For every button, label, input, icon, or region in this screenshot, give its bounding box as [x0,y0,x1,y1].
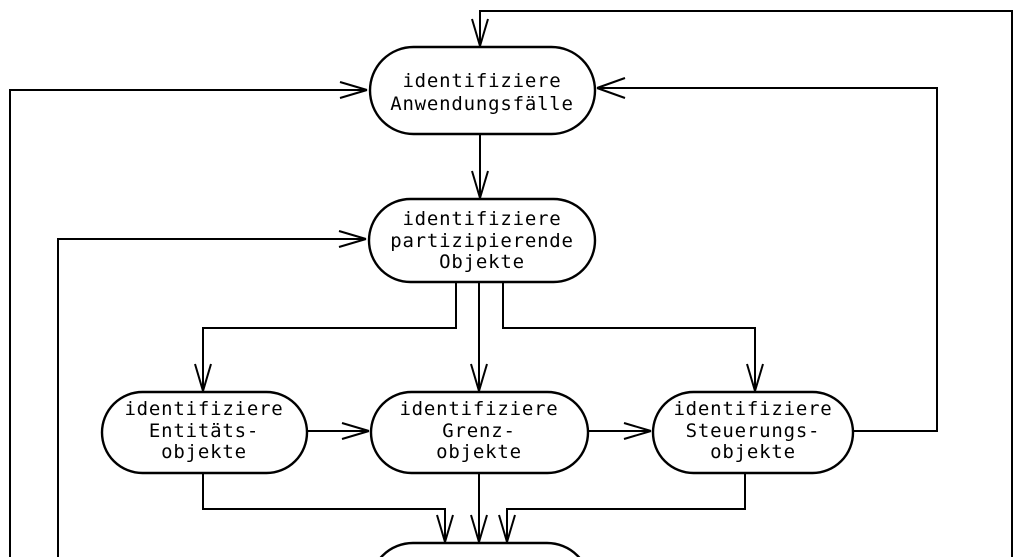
node-partizipierende-label-line3: Objekte [439,251,525,273]
node-identifiziere-anwendungsfaelle: identifiziere Anwendungsfälle [368,45,597,136]
node-anwendungsfaelle-label-line1: identifiziere [402,70,561,92]
edge-partizipierende-to-grenz [470,282,488,392]
node-steuerungs-label-line3: objekte [710,441,796,463]
node-anwendungsfaelle-label-line2: Anwendungsfälle [390,93,574,115]
edge-grenz-to-steuerungs [588,422,652,440]
node-bottom-partial-shape [379,541,581,557]
edge-entitaets-to-bottom-node [202,473,454,543]
node-anwendungsfaelle-shape [368,45,597,136]
edge-entitaets-to-grenz [307,422,370,440]
edge-steuerungs-to-bottom-node [498,473,746,543]
edge-feedback-left-outer-to-anwendungsfaelle [9,81,368,557]
node-identifiziere-steuerungsobjekte: identifiziere Steuerungs- objekte [651,390,855,475]
node-entitaets-shape [100,390,309,475]
node-steuerungs-label-line2: Steuerungs- [686,420,821,442]
node-grenz-shape [369,390,590,475]
node-steuerungs-label-line1: identifiziere [673,398,832,420]
node-identifiziere-entitaetsobjekte: identifiziere Entitäts- objekte [100,390,309,475]
node-entitaets-label-line1: identifiziere [124,398,283,420]
node-entitaets-label-line2: Entitäts- [149,420,259,442]
edge-partizipierende-to-steuerungs [502,282,764,392]
node-partizipierende-label-line2: partizipierende [390,230,574,252]
node-partizipierende-shape [367,197,597,284]
node-steuerungs-shape [651,390,855,475]
node-grenz-label-line2: Grenz- [442,420,515,442]
edge-steuerungs-to-anwendungsfaelle [596,77,938,432]
node-entitaets-label-line3: objekte [161,441,247,463]
edge-grenz-to-bottom-node [470,473,488,543]
node-identifiziere-partizipierende-objekte: identifiziere partizipierende Objekte [367,197,597,284]
node-partizipierende-label-line1: identifiziere [402,208,561,230]
edge-partizipierende-to-entitaets [194,282,457,392]
node-grenz-label-line3: objekte [436,441,522,463]
edge-anwendungsfaelle-to-partizipierende [471,134,489,199]
edge-feedback-right-to-anwendungsfaelle-top [471,10,1013,557]
node-identifiziere-grenzobjekte: identifiziere Grenz- objekte [369,390,590,475]
edge-feedback-left-inner-to-partizipierende [57,230,367,557]
node-bottom-partial [379,541,581,557]
node-grenz-label-line1: identifiziere [399,398,558,420]
